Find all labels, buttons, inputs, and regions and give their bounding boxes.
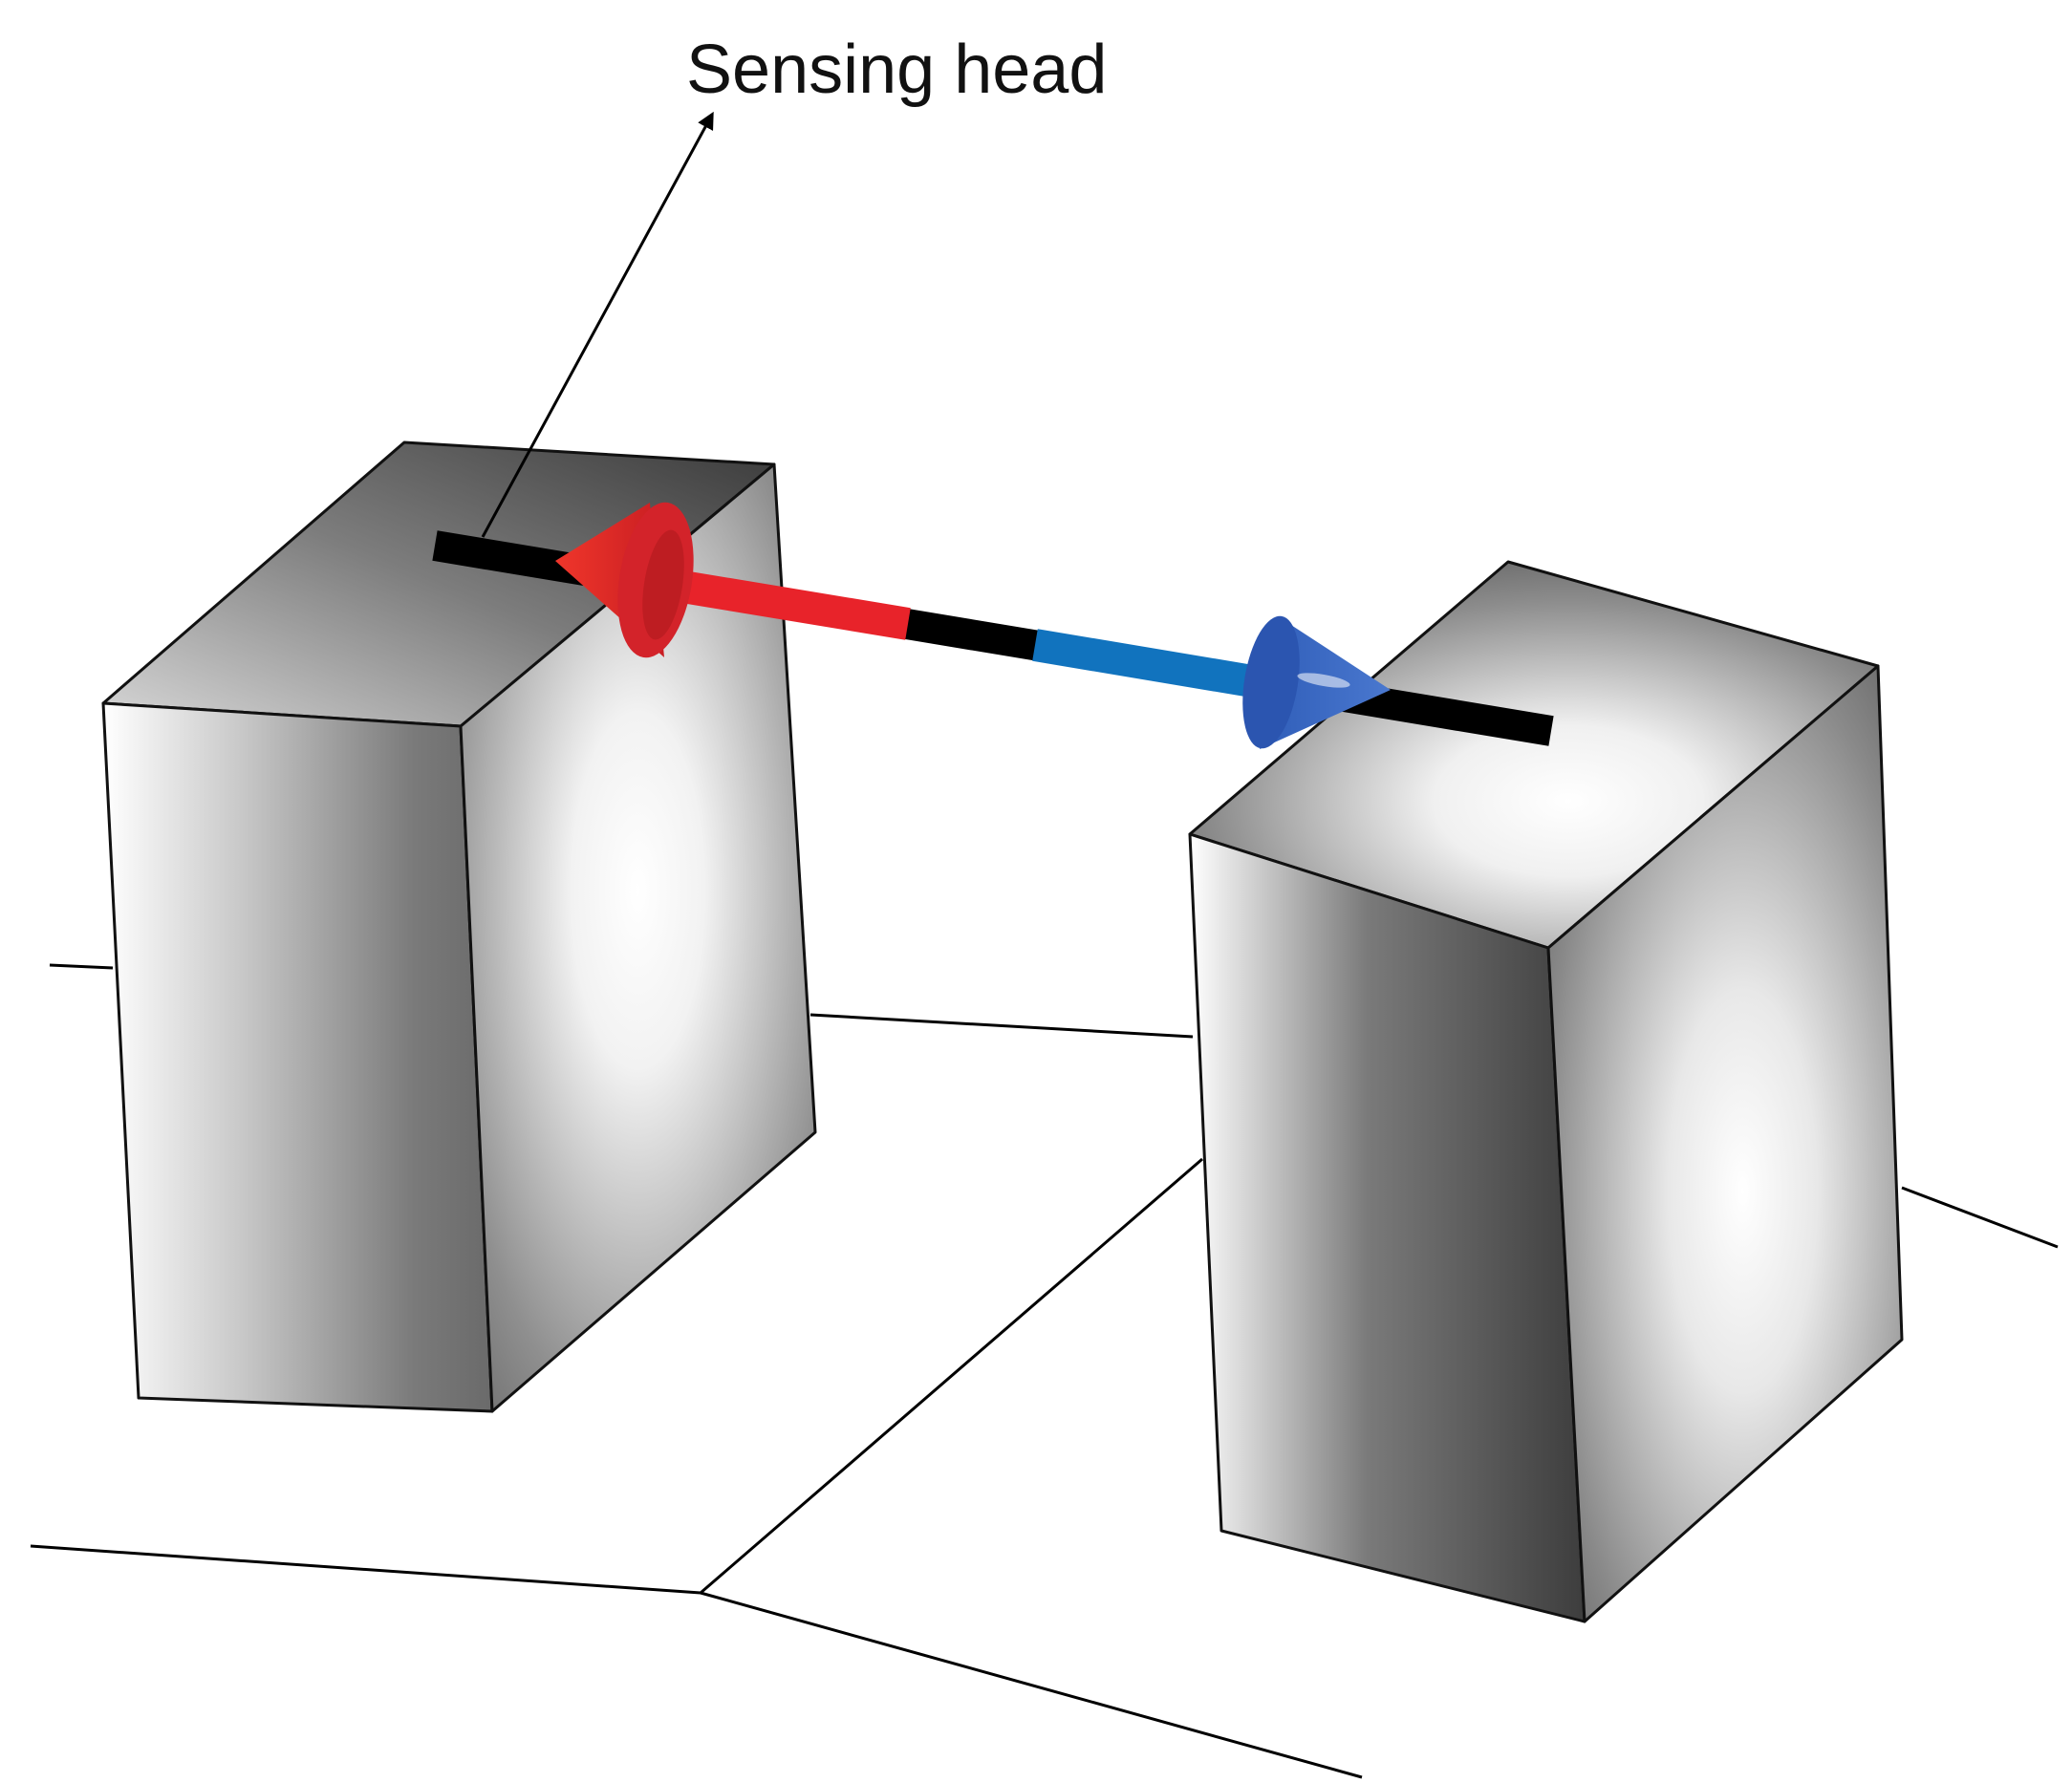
red-cone-base-shadow xyxy=(642,529,684,640)
blue-cone-base xyxy=(1242,615,1300,749)
rod-blue-segment xyxy=(1032,629,1266,699)
sensing-head-pointer xyxy=(481,111,714,538)
ground-lines xyxy=(30,963,2059,1779)
ground-line-middle xyxy=(809,1013,1194,1039)
red-arrow-cone xyxy=(555,502,694,658)
right-block xyxy=(1188,560,1904,1623)
ground-line-diagonal xyxy=(700,1157,1203,1595)
right-block-side-face xyxy=(1546,664,1904,1623)
right-block-front-face xyxy=(1188,832,1586,1623)
left-block-front-face xyxy=(101,701,494,1413)
blue-cone-highlight xyxy=(1297,673,1350,688)
ground-line-left xyxy=(49,963,114,970)
ground-line-right xyxy=(1901,1186,2059,1249)
ground-line-bottom-right xyxy=(700,1591,1363,1779)
ground-line-bottom-left xyxy=(30,1544,701,1595)
blue-arrow-cone xyxy=(1242,615,1391,749)
sensing-head-label: Sensing head xyxy=(686,32,1107,108)
